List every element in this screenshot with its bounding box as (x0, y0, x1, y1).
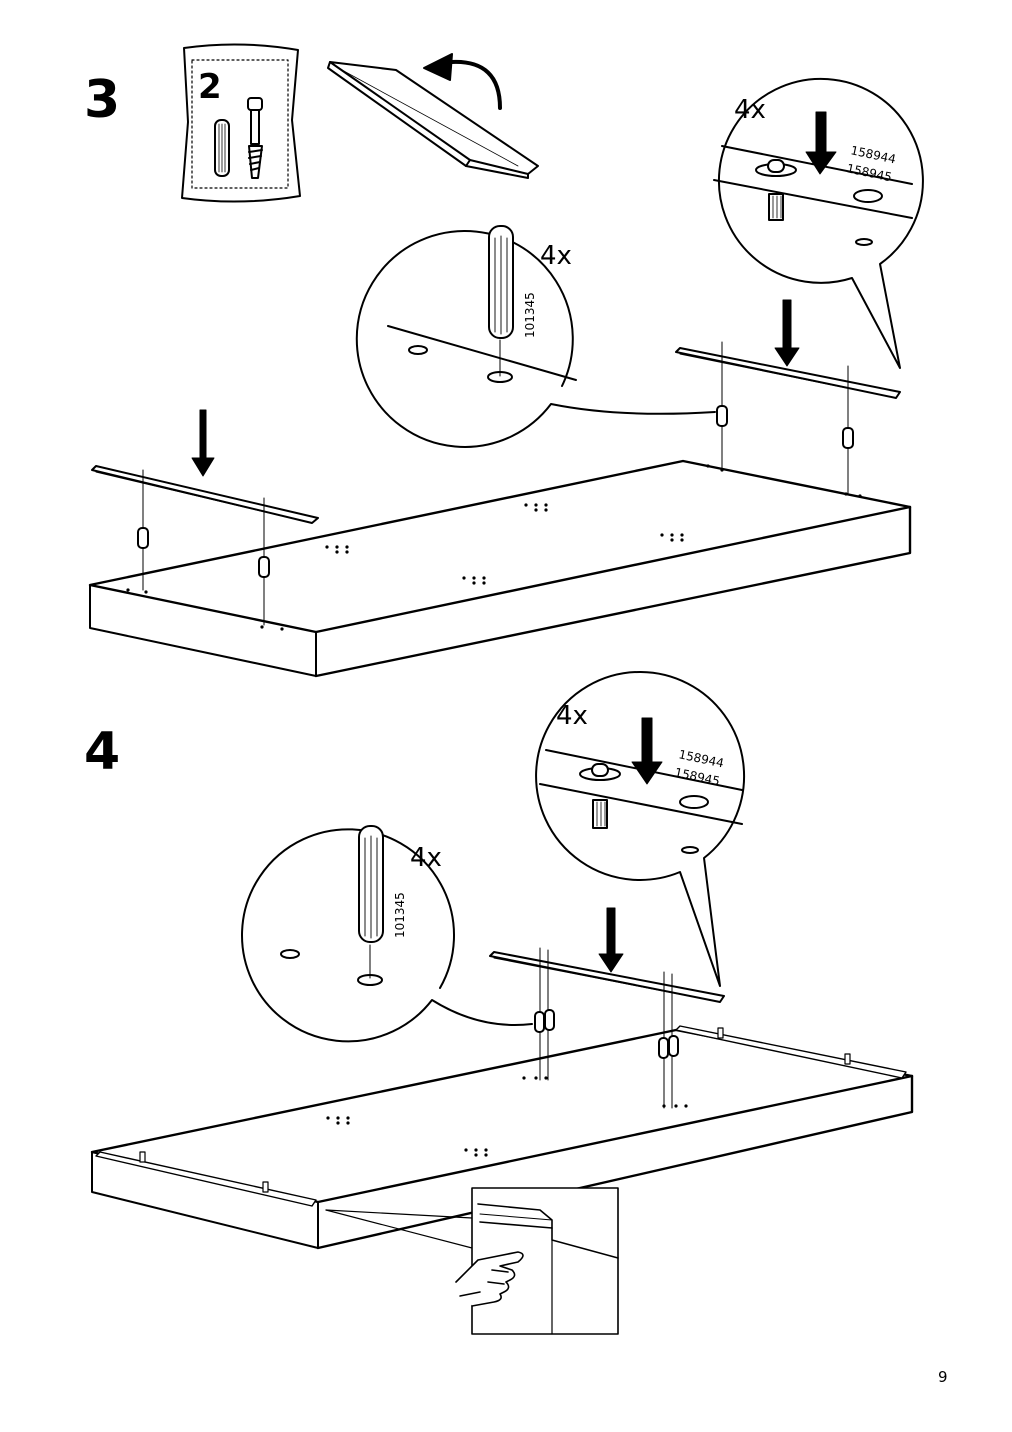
wooden-dowel-icon (214, 119, 230, 177)
part-number: 101345 (523, 292, 537, 338)
cam-lock-screw-icon (247, 97, 263, 179)
step4-panel (90, 1025, 914, 1250)
pointing-hand-icon (455, 1251, 524, 1307)
page-number: 9 (938, 1368, 948, 1386)
step4-cam-stud-callout: 4x 158944 158945 (535, 671, 746, 987)
part-number: 101345 (393, 892, 407, 938)
bag-number: 2 (198, 67, 222, 107)
step-4-number: 4 (84, 722, 121, 782)
step4-center-rail (489, 907, 725, 1109)
fitting-bag-icon: 2 (181, 43, 301, 203)
step3-left-rail (91, 409, 319, 626)
callout-quantity: 4x (556, 701, 588, 731)
callout-quantity: 4x (734, 95, 766, 125)
step4-hand-detail (325, 1187, 619, 1335)
step3-cam-stud-callout: 4x 158944 158945 (713, 77, 924, 369)
step3-right-rail (675, 299, 901, 495)
callout-quantity: 4x (540, 241, 572, 271)
step4-dowel-callout: 4x 101345 (241, 825, 533, 1043)
callout-quantity: 4x (410, 843, 442, 873)
step-3-number: 3 (84, 70, 121, 130)
flip-panel-icon (327, 53, 539, 179)
step3-dowel-callout: 4x 101345 (355, 225, 716, 448)
hole-pattern (126, 464, 862, 631)
step3-panel (88, 459, 912, 678)
